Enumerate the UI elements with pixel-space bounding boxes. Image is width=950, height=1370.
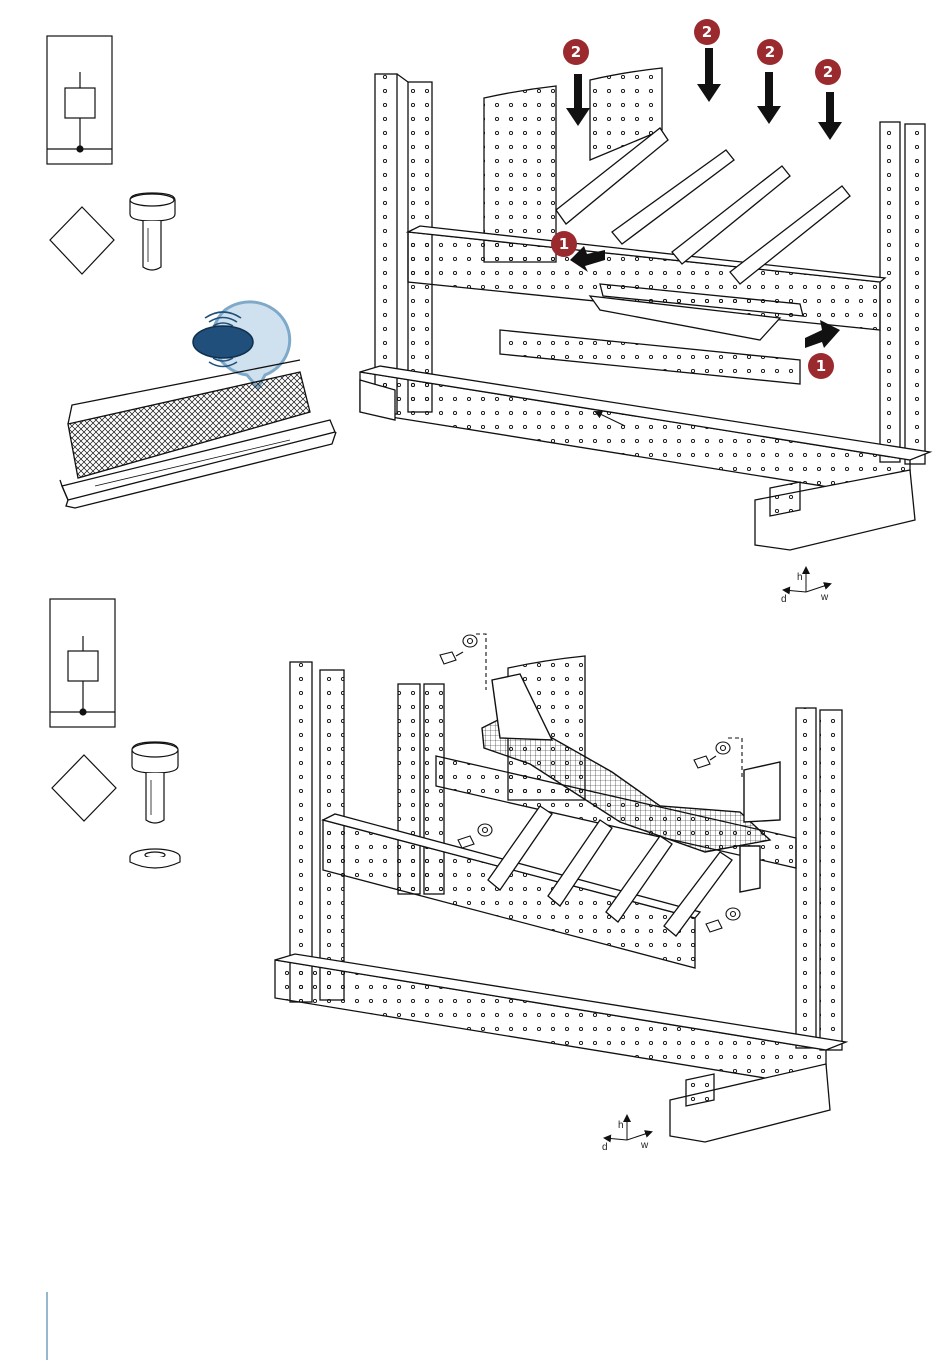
step-badge-1-right: 1 [808,353,834,379]
step-badge-2-a: 2 [563,39,589,65]
cabinet-frame-bottom [275,656,846,1142]
washer-icon [130,849,180,868]
step-badge-1-left: 1 [551,231,577,257]
svg-text:2: 2 [702,23,712,41]
axis-h-label: h [797,572,803,583]
step-badge-2-b: 2 [694,19,720,45]
axis-w-label-2: w [640,1140,649,1151]
svg-text:2: 2 [823,63,833,81]
screw-icon-2 [132,742,178,823]
axis-d-label-2: d [602,1142,608,1153]
bottom-panel: h d w [50,599,846,1153]
circuit-symbol-icon-2 [50,599,115,727]
svg-text:2: 2 [571,43,581,61]
axis-h-label-2: h [618,1120,624,1131]
svg-text:2: 2 [765,43,775,61]
cover-plate-icon [60,360,336,508]
diamond-symbol-icon-2 [52,755,116,821]
top-panel: 1 1 2 2 2 2 [47,19,930,605]
axis-w-label: w [820,592,829,603]
step-badge-2-c: 2 [757,39,783,65]
speech-bubble-icon [193,302,290,388]
axis-triad-top [784,568,830,592]
axis-triad-bottom [605,1116,651,1140]
circuit-symbol-icon [47,36,112,164]
svg-text:1: 1 [816,357,826,375]
cabinet-frame-top [360,68,930,550]
screw-icon [130,193,175,270]
step-badge-2-d: 2 [815,59,841,85]
axis-d-label: d [781,594,787,605]
diamond-symbol-icon [50,207,114,274]
svg-text:1: 1 [559,235,569,253]
